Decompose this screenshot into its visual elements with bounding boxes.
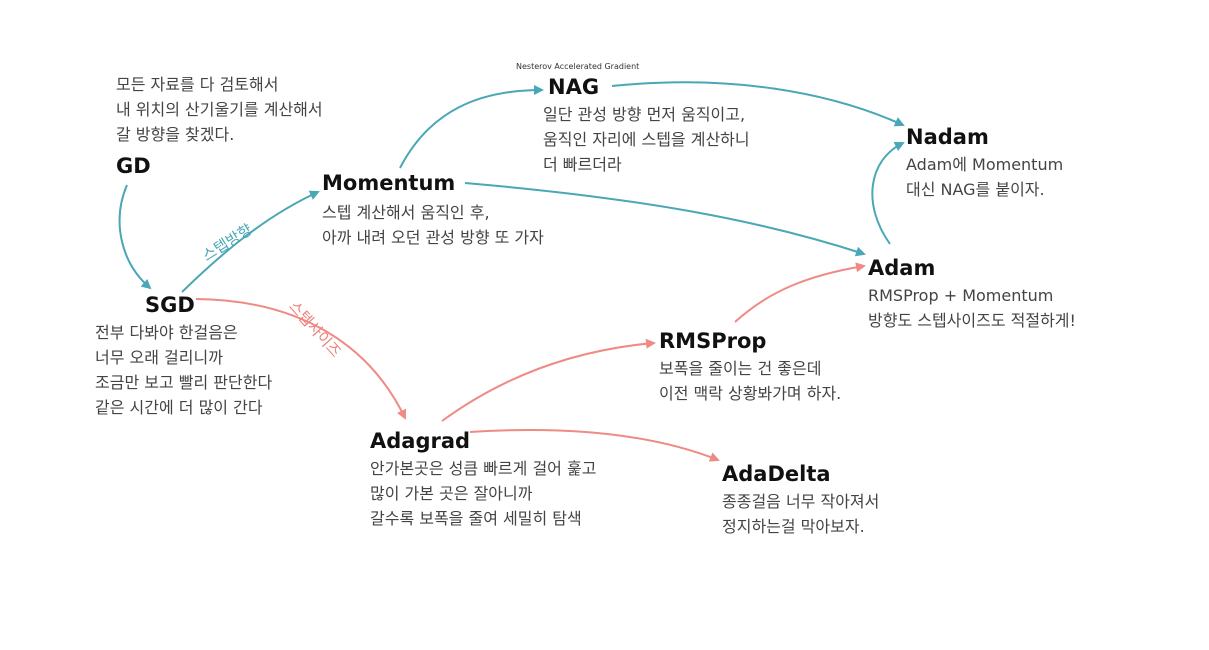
sgd-desc-line: 전부 다봐야 한걸음은	[95, 323, 238, 342]
adadelta-description: 종종걸음 너무 작아져서 정지하는걸 막아보자.	[722, 489, 879, 539]
nag-desc-line: 더 빠르더라	[543, 155, 622, 174]
adagrad-description: 안가본곳은 성큼 빠르게 걸어 훑고 많이 가본 곳은 잘아니까 갈수록 보폭을…	[370, 456, 596, 531]
arrow-adam-to-nadam	[871, 142, 905, 245]
nadam-desc-line: 대신 NAG를 붙이자.	[906, 180, 1045, 199]
adagrad-desc-line: 많이 가본 곳은 잘아니까	[370, 484, 533, 503]
gd-description: 모든 자료를 다 검토해서 내 위치의 산기울기를 계산해서 갈 방향을 찾겠다…	[116, 72, 323, 147]
arrow-rmsprop-to-adam	[734, 262, 866, 323]
adagrad-desc-line: 갈수록 보폭을 줄여 세밀히 탐색	[370, 509, 582, 528]
node-momentum: Momentum 스텝 계산해서 움직인 후, 아까 내려 오던 관성 방향 또…	[322, 170, 544, 250]
gd-desc-line: 내 위치의 산기울기를 계산해서	[116, 100, 323, 119]
arrow-adagrad-to-adadelta	[469, 429, 720, 462]
nadam-desc-line: Adam에 Momentum	[906, 155, 1064, 174]
sgd-desc-line: 같은 시간에 더 많이 간다	[95, 398, 263, 417]
node-gd: 모든 자료를 다 검토해서 내 위치의 산기울기를 계산해서 갈 방향을 찾겠다…	[116, 72, 323, 179]
arrow-sgd-to-adagrad	[195, 298, 407, 420]
nag-title: NAG	[548, 75, 600, 99]
node-adadelta: AdaDelta 종종걸음 너무 작아져서 정지하는걸 막아보자.	[722, 461, 879, 539]
sgd-desc-line: 조금만 보고 빨리 판단한다	[95, 373, 273, 392]
adadelta-title: AdaDelta	[722, 462, 831, 486]
adadelta-desc-line: 종종걸음 너무 작아져서	[722, 492, 880, 511]
rmsprop-desc-line: 보폭을 줄이는 건 좋은데	[659, 359, 822, 378]
adadelta-desc-line: 정지하는걸 막아보자.	[722, 517, 865, 536]
rmsprop-description: 보폭을 줄이는 건 좋은데 이전 맥락 상황봐가며 하자.	[659, 356, 841, 406]
arrow-sgd-to-momentum	[181, 190, 320, 293]
node-adagrad: Adagrad 안가본곳은 성큼 빠르게 걸어 훑고 많이 가본 곳은 잘아니까…	[370, 428, 596, 531]
sgd-title: SGD	[145, 293, 195, 317]
nag-description: 일단 관성 방향 먼저 움직이고, 움직인 자리에 스텝을 계산하니 더 빠르더…	[543, 102, 750, 177]
arrow-nag-to-nadam	[611, 81, 905, 127]
node-nadam: Nadam Adam에 Momentum 대신 NAG를 붙이자.	[906, 124, 1063, 202]
adam-desc-line: RMSProp + Momentum	[868, 286, 1054, 305]
nag-desc-line: 일단 관성 방향 먼저 움직이고,	[543, 105, 746, 124]
adam-title: Adam	[868, 256, 936, 280]
gd-desc-line: 갈 방향을 찾겠다.	[116, 125, 235, 144]
arrow-momentum-to-nag	[399, 85, 544, 169]
node-rmsprop: RMSProp 보폭을 줄이는 건 좋은데 이전 맥락 상황봐가며 하자.	[659, 328, 841, 406]
arrow-momentum-to-adam	[464, 182, 866, 257]
nag-desc-line: 움직인 자리에 스텝을 계산하니	[543, 130, 750, 149]
adam-description: RMSProp + Momentum 방향도 스텝사이즈도 적절하게!	[868, 283, 1076, 333]
node-nag: NAG 일단 관성 방향 먼저 움직이고, 움직인 자리에 스텝을 계산하니 더…	[543, 74, 750, 177]
adagrad-title: Adagrad	[370, 429, 471, 453]
rmsprop-title: RMSProp	[659, 329, 767, 353]
node-adam: Adam RMSProp + Momentum 방향도 스텝사이즈도 적절하게!	[868, 255, 1076, 333]
momentum-desc-line: 스텝 계산해서 움직인 후,	[322, 203, 490, 222]
adagrad-desc-line: 안가본곳은 성큼 빠르게 걸어 훑고	[370, 459, 597, 478]
nadam-title: Nadam	[906, 125, 989, 149]
sgd-description: 전부 다봐야 한걸음은 너무 오래 걸리니까 조금만 보고 빨리 판단한다 같은…	[95, 320, 272, 420]
gd-desc-line: 모든 자료를 다 검토해서	[116, 75, 279, 94]
gd-title: GD	[116, 154, 151, 178]
momentum-desc-line: 아까 내려 오던 관성 방향 또 가자	[322, 228, 544, 247]
nadam-description: Adam에 Momentum 대신 NAG를 붙이자.	[906, 152, 1063, 202]
rmsprop-desc-line: 이전 맥락 상황봐가며 하자.	[659, 384, 842, 403]
arrow-gd-to-sgd	[118, 184, 152, 290]
arrow-adagrad-to-rmsprop	[441, 338, 656, 422]
adam-desc-line: 방향도 스텝사이즈도 적절하게!	[868, 311, 1076, 330]
momentum-description: 스텝 계산해서 움직인 후, 아까 내려 오던 관성 방향 또 가자	[322, 200, 544, 250]
nag-full-name: Nesterov Accelerated Gradient	[516, 62, 640, 71]
sgd-desc-line: 너무 오래 걸리니까	[95, 348, 223, 367]
momentum-title: Momentum	[322, 171, 456, 195]
